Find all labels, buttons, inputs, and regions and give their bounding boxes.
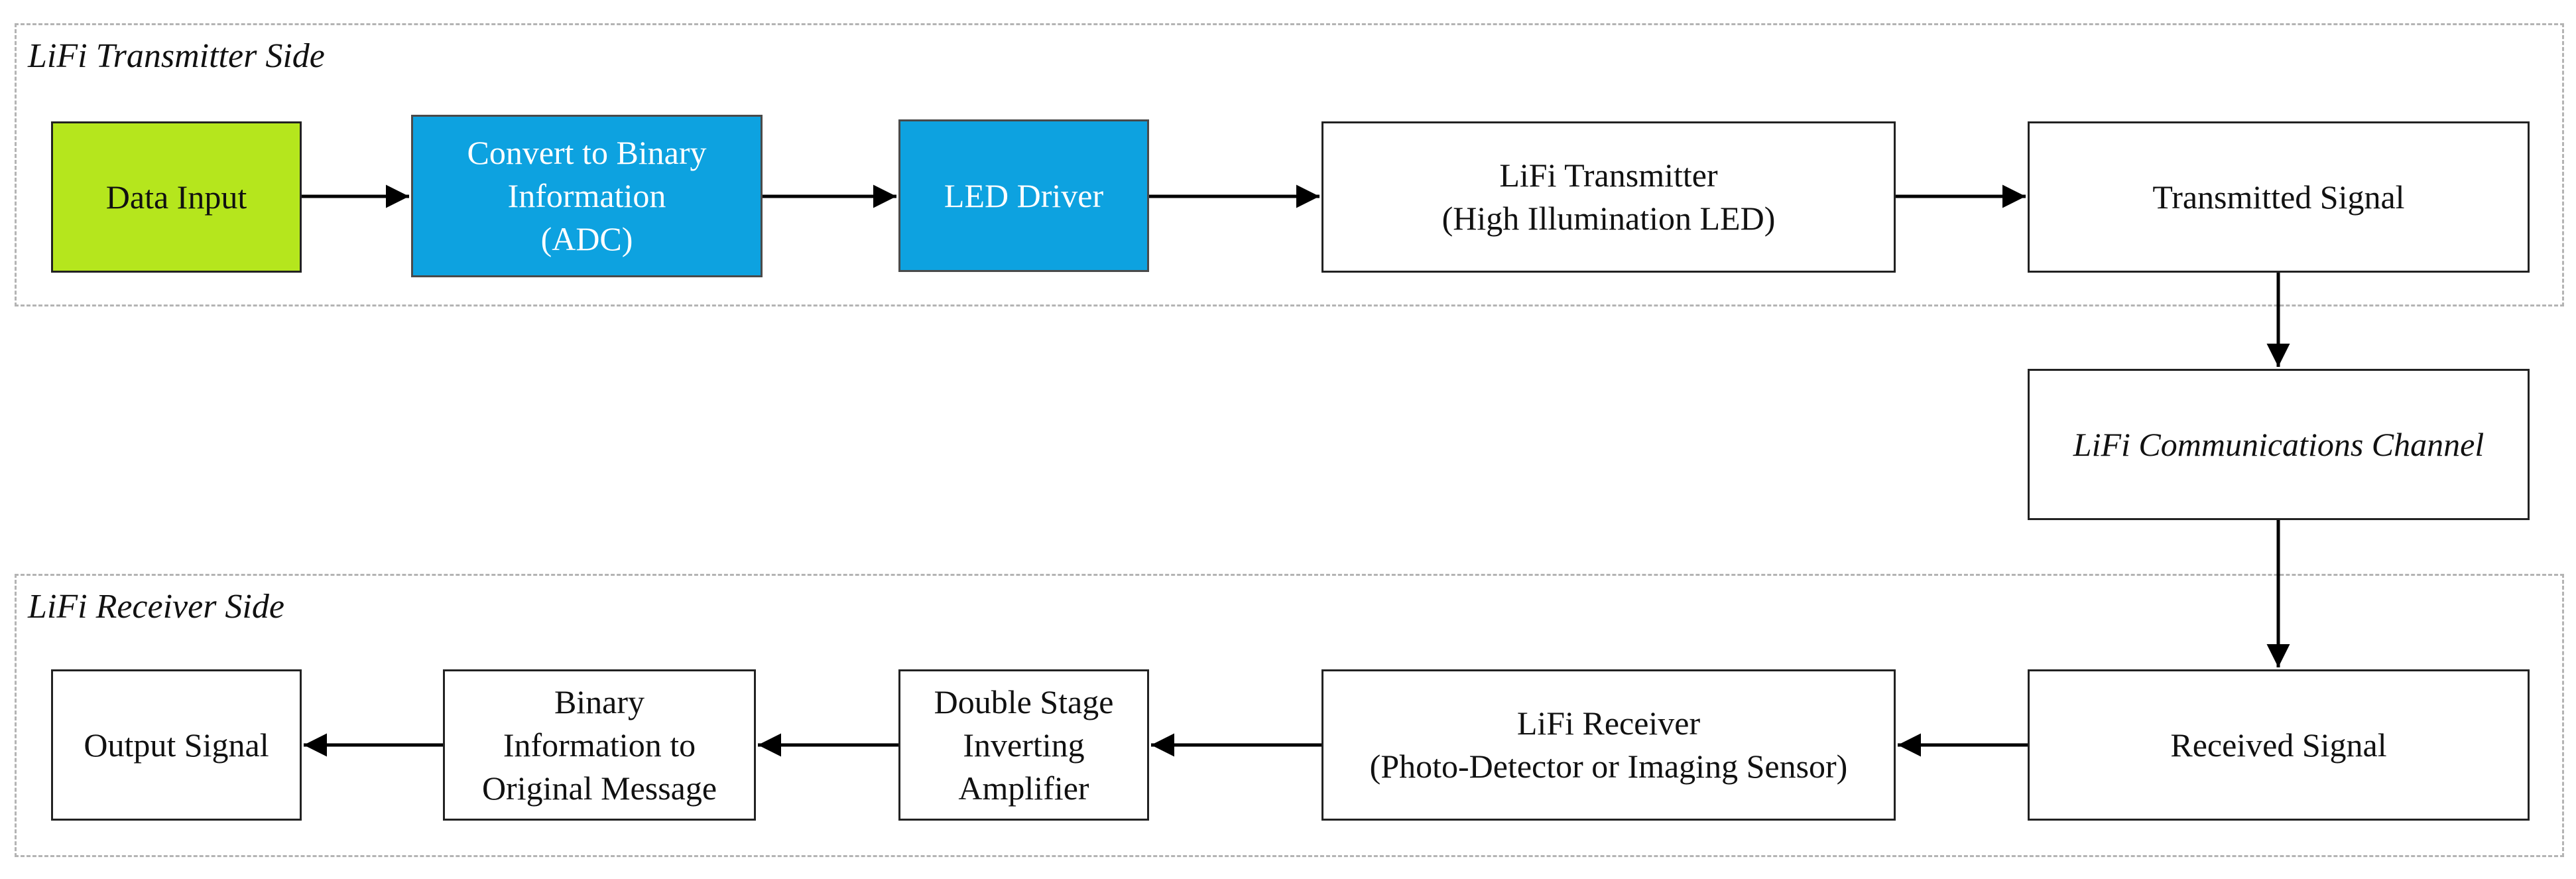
amplifier-node: Double Stage Inverting Amplifier	[898, 669, 1149, 821]
receiver-side-region	[15, 574, 2564, 857]
transmitted-signal-node: Transmitted Signal	[2028, 121, 2530, 273]
led-driver-node: LED Driver	[898, 119, 1149, 272]
data-input-node: Data Input	[51, 121, 302, 273]
received-signal-node: Received Signal	[2028, 669, 2530, 821]
lifi-transmitter-node: LiFi Transmitter (High Illumination LED)	[1321, 121, 1896, 273]
receiver-side-label: LiFi Receiver Side	[28, 588, 284, 626]
transmitter-side-region	[15, 23, 2564, 306]
lifi-channel-node: LiFi Communications Channel	[2028, 369, 2530, 520]
convert-to-binary-node: Convert to Binary Information (ADC)	[411, 115, 763, 277]
output-signal-node: Output Signal	[51, 669, 302, 821]
lifi-receiver-node: LiFi Receiver (Photo-Detector or Imaging…	[1321, 669, 1896, 821]
transmitter-side-label: LiFi Transmitter Side	[28, 37, 325, 75]
binary-to-message-node: Binary Information to Original Message	[443, 669, 756, 821]
